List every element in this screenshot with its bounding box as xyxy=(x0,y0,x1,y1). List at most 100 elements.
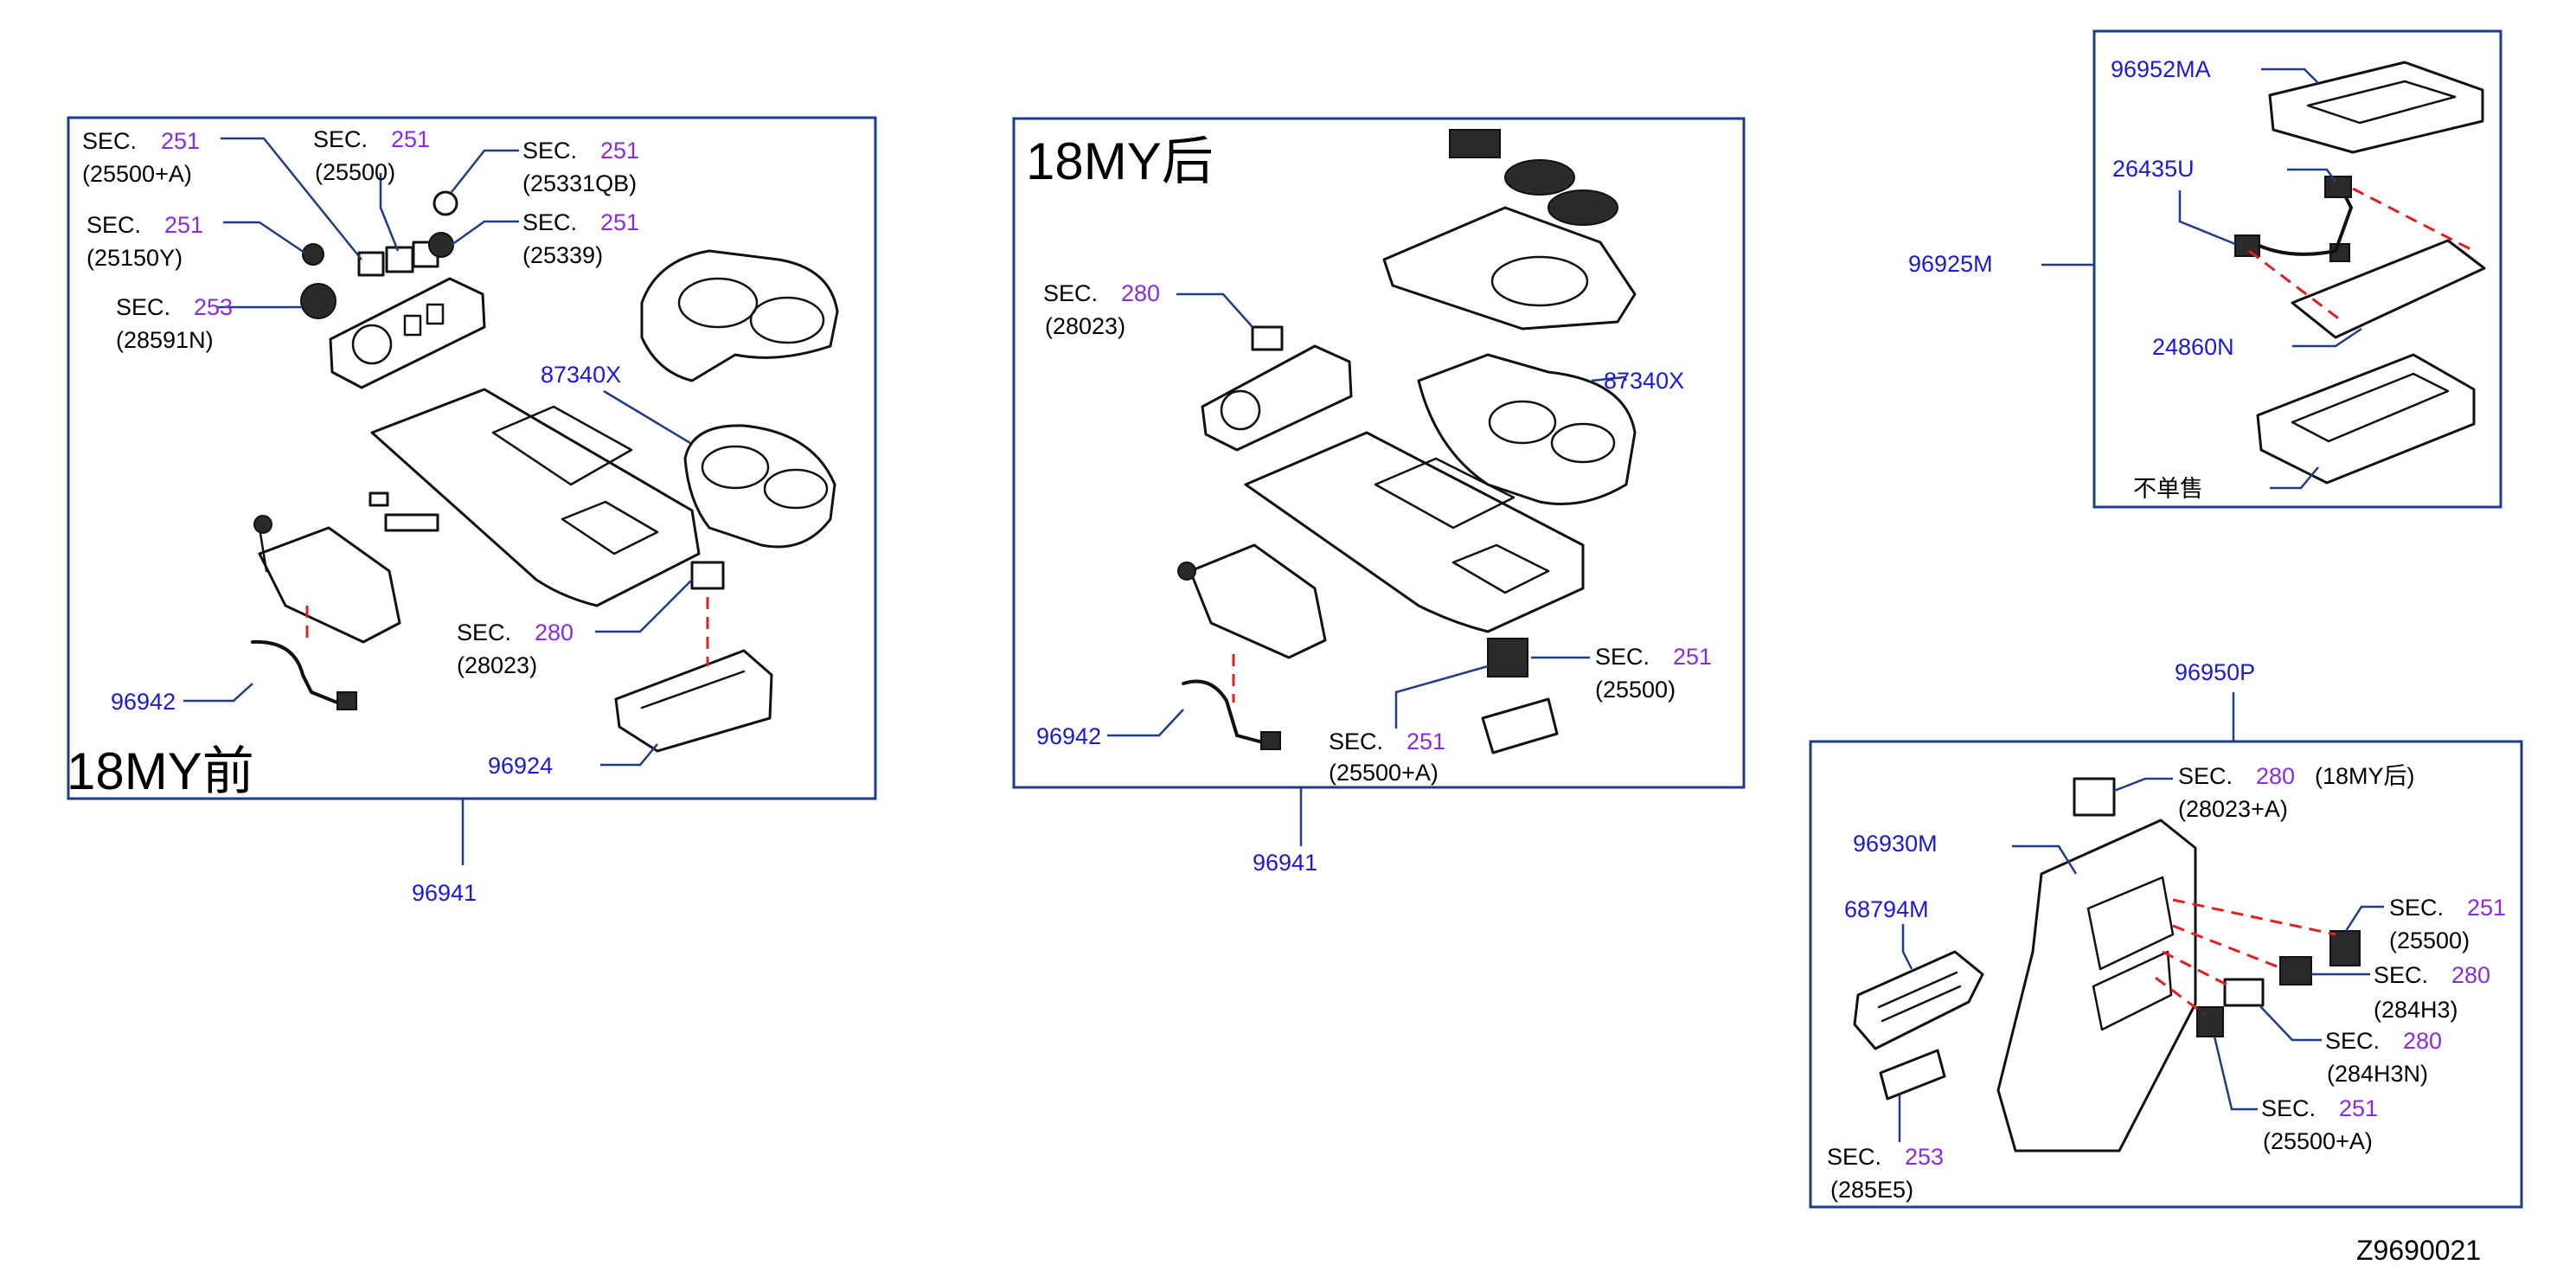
box-96950p: 96950P SEC. 280 (18MY后) xyxy=(1809,659,2523,1209)
sec-word: SEC. xyxy=(313,126,368,152)
dash-link-8 xyxy=(2162,950,2231,988)
part-87340x-b-label[interactable]: 87340X xyxy=(1604,368,1684,394)
part-code: (28023) xyxy=(1045,313,1125,339)
sec-number: 251 xyxy=(2467,895,2506,921)
ref-sec251-25500-rear[interactable]: SEC. 251 (25500) xyxy=(2389,895,2506,953)
ref-sec251-25500a-rear[interactable]: SEC. 251 (25500+A) xyxy=(2261,1095,2378,1154)
harness-96942-b xyxy=(1182,679,1265,744)
cup-well-2 xyxy=(763,468,829,510)
shifter-assembly xyxy=(258,526,401,644)
part-code: (28023) xyxy=(457,652,537,678)
part-code: (25500) xyxy=(1595,677,1676,703)
usb-26435u-a xyxy=(2324,176,2352,198)
part-96930m-label[interactable]: 96930M xyxy=(1853,831,1938,857)
sec-number: 251 xyxy=(391,126,430,152)
sec-number: 251 xyxy=(161,128,200,154)
shifter-knob-b xyxy=(1177,562,1196,581)
ref-sec251-25500a[interactable]: SEC. 251 (25500+A) xyxy=(82,128,200,187)
leader-25500a xyxy=(221,137,362,260)
switch-25500 xyxy=(385,246,414,273)
sec-number: 251 xyxy=(1407,729,1445,754)
switch-25500a-b xyxy=(1481,697,1559,754)
part-96924-label[interactable]: 96924 xyxy=(488,753,553,779)
ref-sec251-25500[interactable]: SEC. 251 (25500) xyxy=(313,126,430,185)
cup-well-b2 xyxy=(1550,422,1616,464)
ref-sec280-284h3n[interactable]: SEC. 280 (284H3N) xyxy=(2325,1028,2442,1087)
ref-sec253-28591n[interactable]: SEC. 253 (28591N) xyxy=(116,294,233,353)
leader-26435u-b xyxy=(2178,190,2236,246)
leader-25339 xyxy=(451,220,519,247)
finisher-b-opening-1 xyxy=(1374,457,1515,530)
leader-96942-b xyxy=(1107,709,1184,737)
sec-word: SEC. xyxy=(116,294,170,320)
part-26435u-label[interactable]: 26435U xyxy=(2112,156,2195,182)
part-code: (25500+A) xyxy=(1329,760,1439,786)
part-code: (284H3) xyxy=(2374,997,2458,1023)
ref-sec280-28023[interactable]: SEC. 280 (28023) xyxy=(457,620,574,678)
leader-not-sold xyxy=(2270,466,2319,490)
part-68794m-label[interactable]: 68794M xyxy=(1844,896,1929,922)
leader-26435u-a xyxy=(2287,168,2337,183)
sec-word: SEC. xyxy=(522,209,577,235)
panel-hole xyxy=(351,324,393,365)
box1-parts-illustration xyxy=(251,190,839,753)
leader-24860n xyxy=(2292,327,2362,348)
ref-sec280-284h3[interactable]: SEC. 280 (284H3) xyxy=(2374,962,2490,1023)
assembly-96950p-label[interactable]: 96950P xyxy=(2175,659,2255,685)
sec-word: SEC. xyxy=(1043,280,1098,306)
ref-sec280-28023-b[interactable]: SEC. 280 (28023) xyxy=(1043,280,1160,339)
assembly-96941-label[interactable]: 96941 xyxy=(412,880,477,906)
assembly-96925m-label[interactable]: 96925M xyxy=(1908,251,1993,277)
assembly-96941-b-label[interactable]: 96941 xyxy=(1253,850,1317,876)
ref-sec251-25339[interactable]: SEC. 251 (25339) xyxy=(522,209,639,268)
cup-holder-87340x xyxy=(683,424,836,549)
sec-word: SEC. xyxy=(1827,1144,1881,1170)
sec-word: SEC. xyxy=(522,138,577,164)
lid-96952ma xyxy=(2268,61,2484,154)
leader-25150y xyxy=(223,221,305,254)
part-96952ma-label[interactable]: 96952MA xyxy=(2111,56,2211,82)
leader-28023 xyxy=(595,579,693,633)
dash-link-6 xyxy=(2172,898,2336,936)
lid-opening xyxy=(2306,80,2457,125)
part-87340x-label[interactable]: 87340X xyxy=(541,362,621,388)
ref-sec251-25500a-b[interactable]: SEC. 251 (25500+A) xyxy=(1329,729,1445,786)
leader-25500 xyxy=(379,173,400,252)
cup-ring-1 xyxy=(677,277,759,329)
frame-box3 xyxy=(2092,29,2502,509)
cup-well-1 xyxy=(701,445,770,490)
leader-28023-b xyxy=(1176,292,1253,328)
diagram-id: Z9690021 xyxy=(2356,1235,2481,1266)
box-edge xyxy=(640,670,746,709)
leader-25331qb xyxy=(451,149,519,193)
leader-96924 xyxy=(600,743,658,767)
leader-25500-rear xyxy=(2344,905,2384,932)
sec-number: 253 xyxy=(1905,1144,1944,1170)
box3-parts-illustration xyxy=(2234,61,2486,485)
switch-25500-rear xyxy=(2329,930,2361,966)
sec-word: SEC. xyxy=(1329,729,1383,754)
part-code: (25500+A) xyxy=(2263,1128,2373,1154)
ref-sec280-28023a[interactable]: SEC. 280 (18MY后) (28023+A) xyxy=(2178,763,2415,822)
part-96942-b-label[interactable]: 96942 xyxy=(1036,723,1101,749)
frame-box4 xyxy=(1809,740,2523,1209)
harness-b-connector xyxy=(1260,731,1281,750)
ref-sec251-25500-b[interactable]: SEC. 251 (25500) xyxy=(1595,644,1712,703)
socket-28023-b xyxy=(1251,325,1284,351)
part-code: (28591N) xyxy=(116,327,214,353)
sec-word: SEC. xyxy=(2261,1095,2316,1121)
box-18my-before: 18MY前 xyxy=(67,116,877,906)
leader-87340x-b xyxy=(1591,376,1628,382)
ref-sec251-25150y[interactable]: SEC. 251 (25150Y) xyxy=(87,212,203,271)
cup-holder-insert xyxy=(640,249,839,382)
switch-25500a-rear xyxy=(2196,1006,2224,1037)
part-96942-label[interactable]: 96942 xyxy=(111,689,176,715)
ref-sec251-25331qb[interactable]: SEC. 251 (25331QB) xyxy=(522,138,639,196)
variant-before-label: 18MY前 xyxy=(67,742,254,800)
part-24860n-label[interactable]: 24860N xyxy=(2152,334,2234,360)
leader-68794m xyxy=(1901,924,1913,970)
leader-284h3n xyxy=(2259,1005,2322,1042)
part-code: (25500) xyxy=(2389,928,2470,953)
ref-sec253-285e5[interactable]: SEC. 253 (285E5) xyxy=(1827,1144,1944,1203)
finisher-opening-1 xyxy=(491,405,633,486)
